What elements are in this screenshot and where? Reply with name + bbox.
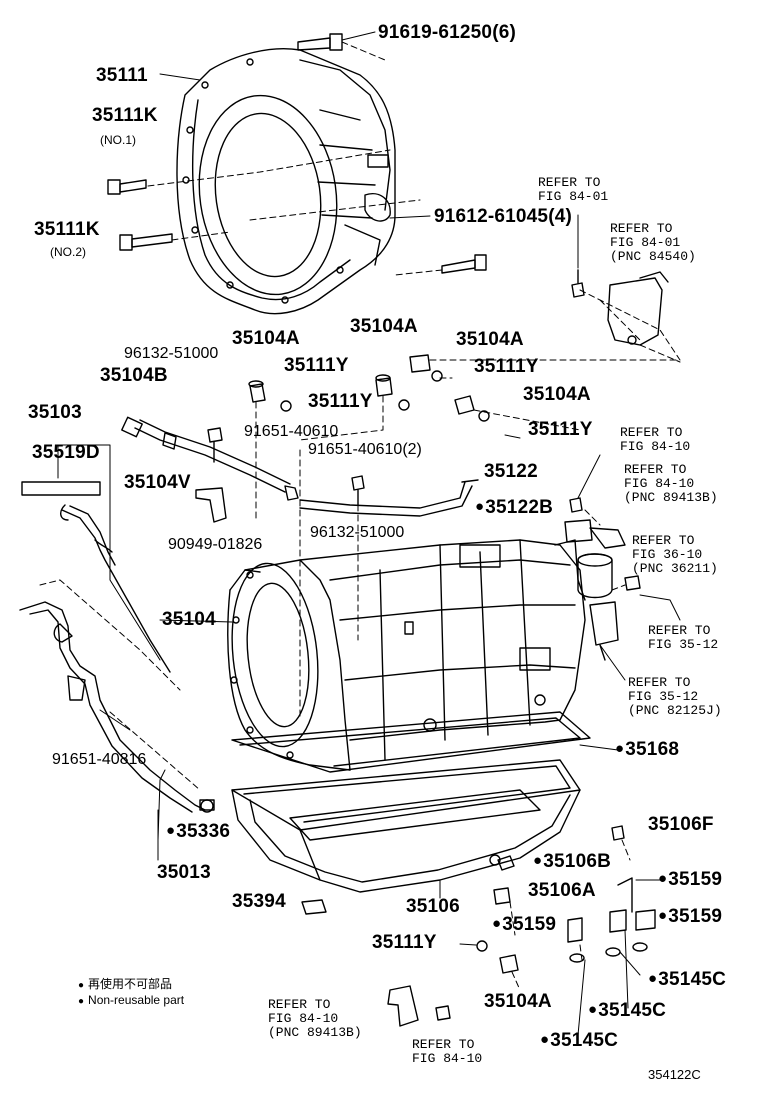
part-label: 35104V [124, 472, 191, 493]
part-label: 96132-51000 [310, 524, 405, 541]
label-plate-drawing [21, 481, 101, 496]
oil-pan-drawing [231, 711, 591, 893]
part-label-nonreusable: 35159 [658, 907, 722, 926]
centerlines-left [39, 579, 201, 791]
part-label: 35111Y [372, 932, 437, 953]
refer-to-note: REFER TO FIG 35-12 (PNC 82125J) [628, 675, 722, 718]
part-label: 35519D [32, 442, 100, 463]
refer-to-note: REFER TO FIG 84-10 (PNC 89413B) [624, 462, 718, 505]
part-label-nonreusable: 35145C [588, 1001, 666, 1020]
part-label: 35104 [162, 609, 216, 630]
leader-lines-case [159, 619, 619, 899]
part-label: 90949-01826 [168, 536, 263, 553]
cooler-tube-drawings [121, 416, 479, 517]
sensor-drawings [301, 269, 669, 1027]
refer-to-note: REFER TO FIG 36-10 (PNC 36211) [632, 533, 718, 576]
part-label: 35106F [648, 814, 714, 835]
bolt-drawings-top [107, 33, 487, 274]
part-label: 35111Y [528, 419, 593, 440]
dipstick-drawings [19, 504, 215, 813]
part-label: 96132-51000 [124, 345, 219, 362]
part-label: 35103 [28, 402, 82, 423]
part-label: 91619-61250(6) [378, 22, 517, 43]
part-label-nonreusable: 35168 [615, 740, 679, 759]
part-label: 35013 [157, 862, 211, 883]
part-label: 91612-61045(4) [434, 206, 573, 227]
part-label: 35122 [484, 461, 538, 482]
part-label: 35111 [96, 65, 148, 86]
part-label: 35106A [528, 880, 596, 901]
part-label: 35104A [232, 328, 300, 349]
part-label: 91651-40610(2) [308, 441, 422, 458]
refer-to-note: REFER TO FIG 84-10 [620, 425, 691, 454]
figure-code: 354122C [648, 1067, 701, 1082]
part-label: 35104A [350, 316, 418, 337]
part-label-nonreusable: 35159 [658, 870, 722, 889]
refer-to-note: REFER TO FIG 84-10 [412, 1037, 483, 1066]
part-label: 35111K [92, 105, 158, 126]
refer-to-note: REFER TO FIG 35-12 [648, 623, 719, 652]
part-label: 35104B [100, 365, 168, 386]
leader-lines-left [57, 444, 166, 861]
centerlines-top [147, 41, 443, 276]
centerlines-right [509, 344, 681, 991]
plug-and-oring-drawings [195, 354, 490, 523]
part-label: 35104A [484, 991, 552, 1012]
transmission-case-drawing [227, 539, 586, 771]
part-label: 35104A [523, 384, 591, 405]
leader-lines-right [459, 214, 681, 1036]
part-label-nonreusable: 35159 [492, 915, 556, 934]
part-label-nonreusable: 35145C [648, 970, 726, 989]
part-label: 35106 [406, 896, 460, 917]
part-label: 35111Y [308, 391, 373, 412]
legend-nonreusable-en: ●Non-reusable part [78, 993, 185, 1007]
part-label: 35111Y [474, 356, 539, 377]
leader-lines-top [159, 31, 431, 219]
part-label: 35111K [34, 219, 100, 240]
part-label: 35111Y [284, 355, 349, 376]
legend-nonreusable-jp: ●再使用不可部品 [78, 977, 173, 991]
refer-to-note: REFER TO FIG 84-01 [538, 175, 609, 204]
part-sublabel: (NO.2) [50, 245, 86, 259]
part-label: 91651-40816 [52, 751, 147, 768]
part-label-nonreusable: 35145C [540, 1031, 618, 1050]
refer-to-note: REFER TO FIG 84-10 (PNC 89413B) [268, 997, 362, 1040]
part-label: 35104A [456, 329, 524, 350]
part-label: 35394 [232, 891, 286, 912]
refer-to-note: REFER TO FIG 84-01 (PNC 84540) [610, 221, 696, 264]
part-label-nonreusable: 35106B [533, 852, 611, 871]
part-label-nonreusable: 35336 [166, 822, 230, 841]
part-label-nonreusable: 35122B [475, 498, 553, 517]
bell-housing-drawing [176, 48, 396, 315]
part-sublabel: (NO.1) [100, 133, 136, 147]
part-label: 91651-40610 [244, 423, 339, 440]
